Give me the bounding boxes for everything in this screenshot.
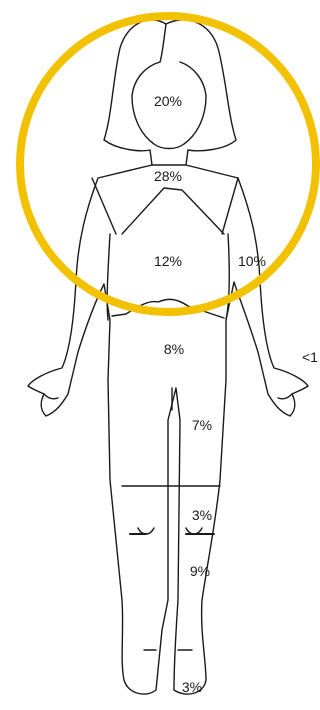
label-neck-shoulders: 28% (154, 168, 182, 184)
label-knee: 3% (192, 507, 212, 523)
shoulder-line-left (92, 178, 116, 234)
label-lower-leg: 9% (190, 563, 210, 579)
label-arm: 10% (238, 253, 266, 269)
torso-outline (28, 165, 308, 694)
label-abdomen: 8% (164, 341, 184, 357)
shoulder-line-right (222, 178, 238, 234)
label-hand: <1 (302, 349, 318, 365)
thumb-right (278, 394, 292, 399)
label-chest: 12% (154, 253, 182, 269)
thumb-left (44, 394, 58, 399)
chest-v-line (122, 188, 224, 234)
label-foot: 3% (182, 679, 202, 695)
label-head: 20% (154, 93, 182, 109)
label-thigh: 7% (192, 417, 212, 433)
arm-inner-left (107, 234, 110, 320)
hair-part (160, 24, 166, 62)
